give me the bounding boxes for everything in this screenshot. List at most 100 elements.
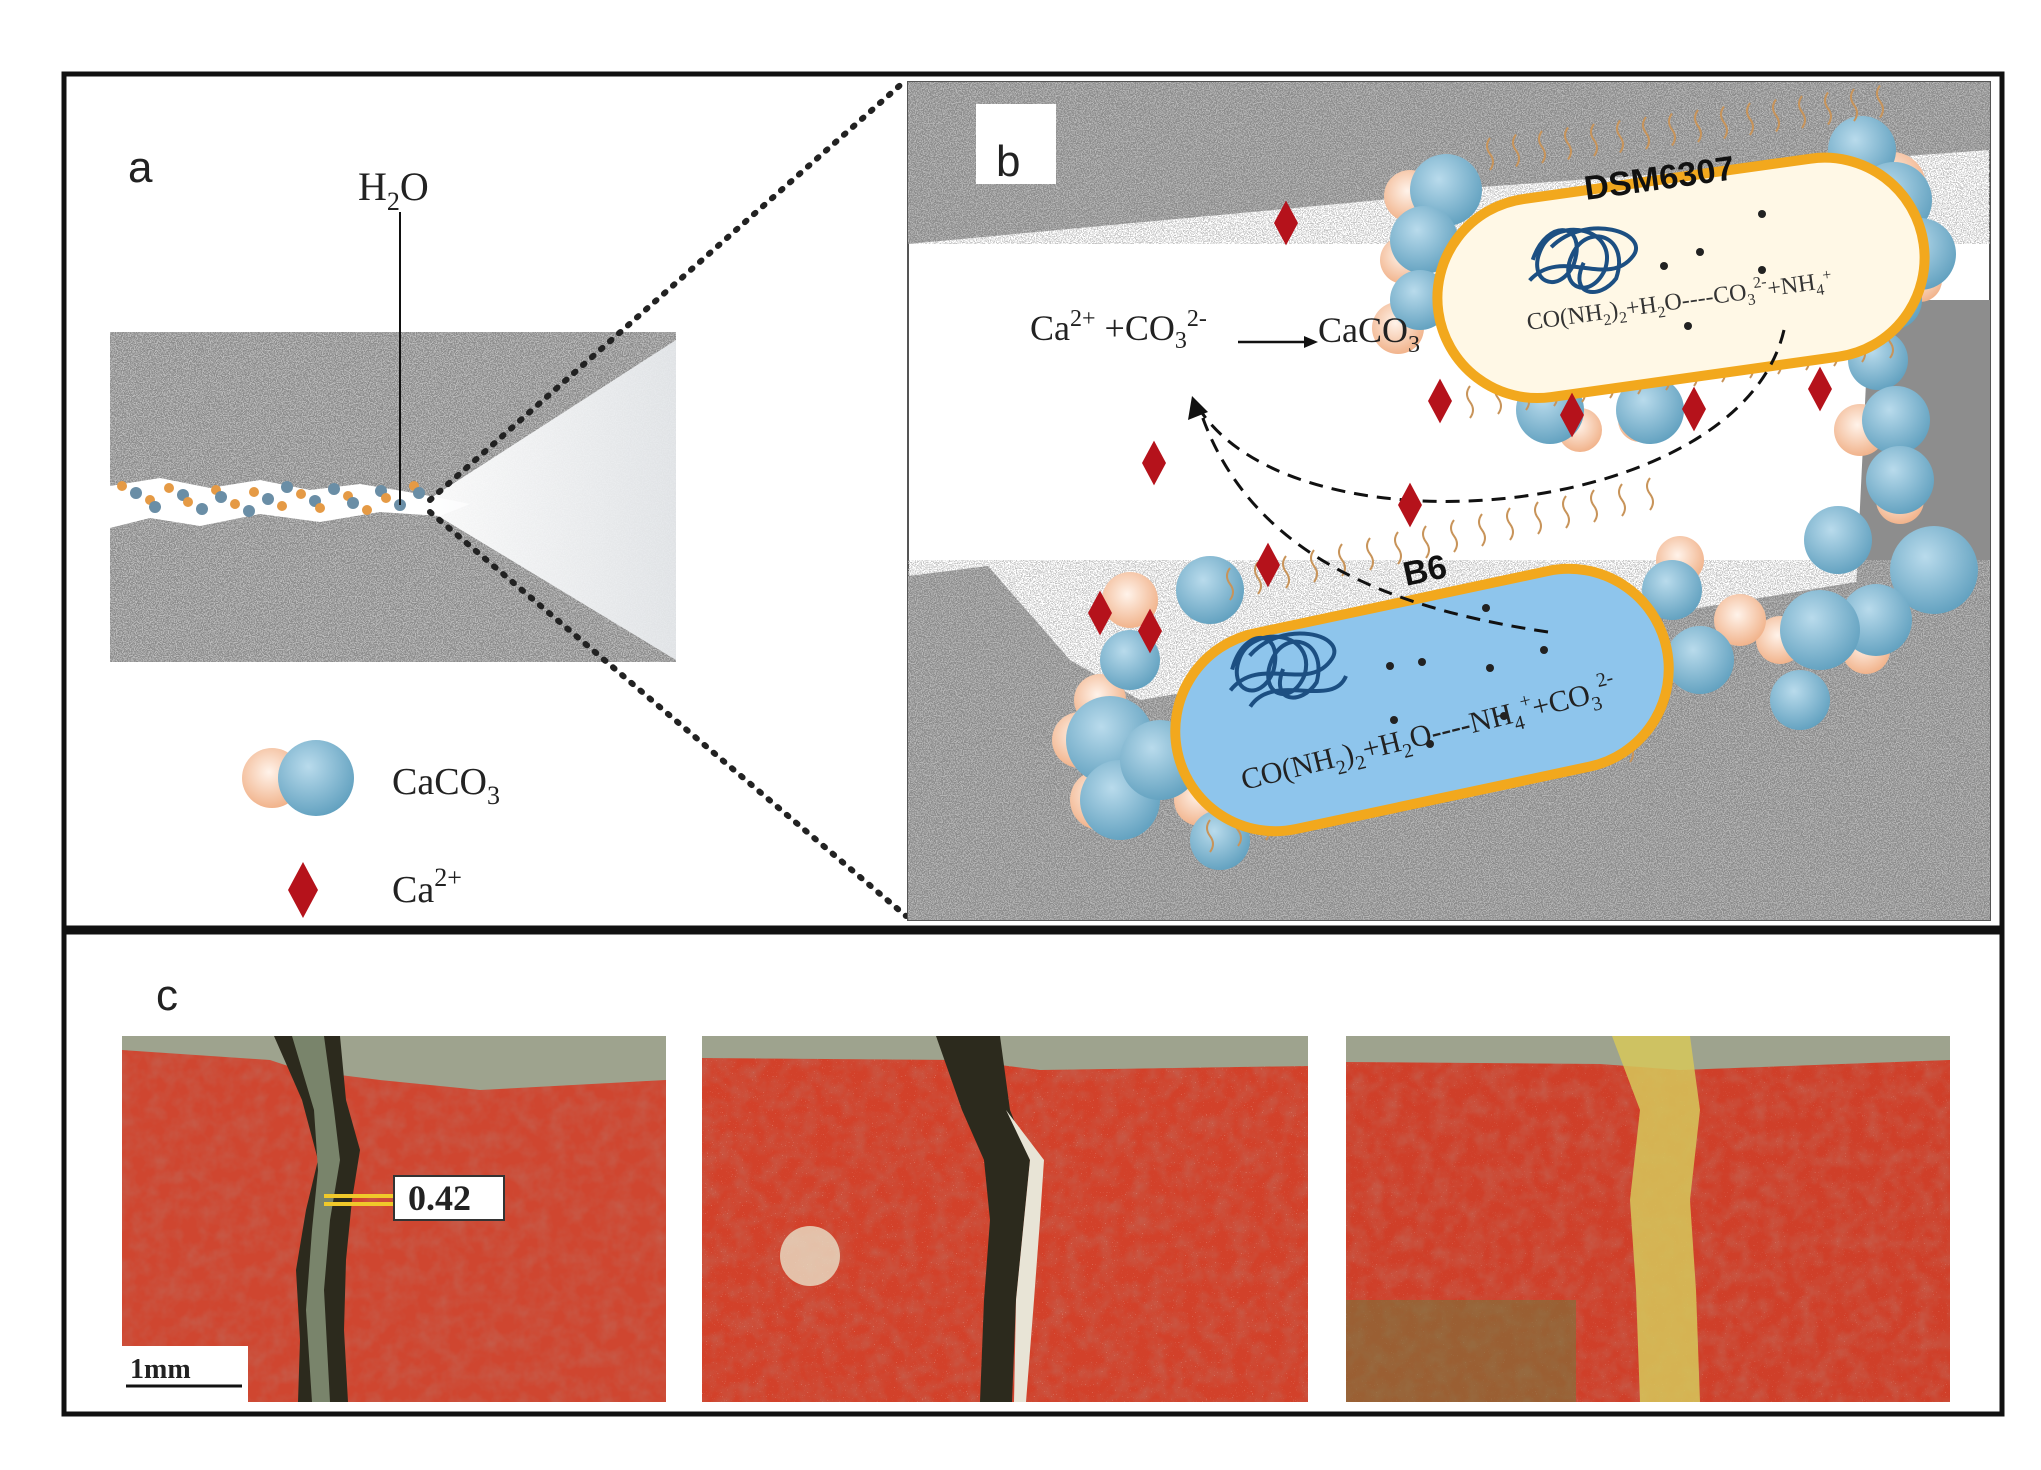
dna-coil-icon xyxy=(1528,226,1638,294)
panel-a: a H2O CaCO3 Ca2+ xyxy=(110,77,909,919)
caco3-blue-particle xyxy=(1866,446,1934,514)
flagellum xyxy=(1506,507,1514,541)
crack-particle xyxy=(315,503,325,513)
dashed-arrow-bottom xyxy=(1198,409,1549,634)
flagellum xyxy=(1772,98,1780,133)
flagellum xyxy=(1618,483,1626,517)
caco3-peach-particle xyxy=(1714,594,1766,646)
caco3-blue-particle xyxy=(1890,526,1978,614)
zoom-line-bottom xyxy=(427,509,909,919)
flagellum xyxy=(1824,91,1832,126)
crack-dark-2 xyxy=(936,1036,1030,1402)
crack-particle xyxy=(328,483,340,495)
panel-c-label: c xyxy=(156,971,178,1020)
zoom-line-top xyxy=(427,77,909,503)
flagellum xyxy=(1366,537,1374,571)
crack-particle xyxy=(413,487,425,499)
crack-particles xyxy=(117,481,425,517)
caco3-blue-particle xyxy=(1804,506,1872,574)
flagellum xyxy=(1282,555,1290,589)
crack-particle xyxy=(362,505,372,515)
caco3-peach-particle xyxy=(1102,572,1158,628)
bacterium-top: DSM6307 CO(NH2)2+H2O----CO32-+NH4+ xyxy=(1432,84,1930,419)
crack-particle xyxy=(296,489,306,499)
crack-particle xyxy=(196,503,208,515)
zoom-fan xyxy=(420,340,676,660)
caco3-blue-particle xyxy=(1666,626,1734,694)
bacterium-icon xyxy=(1432,152,1930,404)
scale-bar-box xyxy=(122,1346,248,1402)
flagellum xyxy=(1466,385,1474,419)
bacterium-bottom-dots xyxy=(1386,604,1548,748)
flagellum xyxy=(1486,137,1494,171)
dna-coil-icon xyxy=(1228,631,1348,708)
equation-arrowhead xyxy=(1304,336,1318,348)
crack-particle xyxy=(183,497,193,507)
flagellum xyxy=(1616,119,1624,154)
crack-particle xyxy=(164,483,174,493)
flagellum xyxy=(1394,531,1402,565)
crack-particle xyxy=(149,501,161,513)
dashed-arrowhead xyxy=(1188,396,1208,420)
flagellum xyxy=(1310,549,1318,583)
flagellum xyxy=(1478,513,1486,547)
flagellum xyxy=(1450,519,1458,553)
caco3-blue-particle xyxy=(1100,630,1160,690)
flagellum xyxy=(1534,501,1542,535)
flagellum xyxy=(1850,88,1858,122)
legend-caco3-label: CaCO3 xyxy=(392,761,500,810)
equation-product: CaCO3 xyxy=(1318,310,1420,358)
caco3-blue-particle xyxy=(1642,560,1702,620)
flagellum xyxy=(1668,112,1676,147)
flagellum xyxy=(1226,567,1234,601)
crack-photo-healed xyxy=(1346,1036,1950,1402)
caco3-blue-particle xyxy=(1770,670,1830,730)
caco3-blue-particle xyxy=(1780,590,1860,670)
crack-particle xyxy=(215,491,227,503)
crack-photo-before: 0.42 1mm xyxy=(122,1036,666,1402)
flagellum xyxy=(1422,525,1430,559)
crack-particle xyxy=(347,497,359,509)
flagellum xyxy=(1646,477,1654,511)
crack-particle xyxy=(249,487,259,497)
crack-particle xyxy=(130,487,142,499)
bacterium-top-dots xyxy=(1660,210,1766,330)
flagellum xyxy=(1798,95,1806,129)
crack-width-value: 0.42 xyxy=(408,1178,471,1218)
flagellum xyxy=(1876,84,1884,119)
crack-particle xyxy=(262,493,274,505)
water-label: H2O xyxy=(358,164,429,216)
caco3-particle-icon xyxy=(242,740,354,816)
precipitation-equation: Ca2+ +CO32- xyxy=(1030,306,1207,354)
flagellum xyxy=(1562,495,1570,529)
crack-particle xyxy=(277,501,287,511)
panel-b-label-box xyxy=(976,104,1056,184)
crack-photo-partial xyxy=(702,1036,1308,1402)
scale-bar-label: 1mm xyxy=(130,1354,191,1385)
flagellum xyxy=(1746,102,1754,136)
crack-width-box xyxy=(393,1175,505,1221)
crack-particle xyxy=(243,505,255,517)
panel-a-label: a xyxy=(128,143,153,192)
crack-healed-band xyxy=(1612,1036,1700,1402)
flagellum xyxy=(1694,109,1702,143)
panel-b: b DSM6307 CO(NH2)2+H2O----CO32-+NH4+ xyxy=(907,81,1991,921)
flagellum xyxy=(1642,116,1650,150)
flagellum xyxy=(1564,126,1572,161)
panel-b-label: b xyxy=(996,137,1020,186)
legend: CaCO3 Ca2+ xyxy=(242,740,500,918)
flagellum xyxy=(1590,489,1598,523)
flagellum xyxy=(1538,130,1546,164)
flagellum xyxy=(1254,561,1262,595)
crack-particle xyxy=(117,481,127,491)
flagellum xyxy=(1720,105,1728,140)
bacterium-bottom: B6 CO(NH2)2+H2O----NH4++CO32- xyxy=(1170,477,1674,853)
crack-particle xyxy=(230,499,240,509)
caco3-blue-particle xyxy=(1862,386,1930,454)
crack-particle xyxy=(281,481,293,493)
bacterium-bottom-name: B6 xyxy=(1400,548,1450,594)
caco3-blue-particle xyxy=(1616,376,1684,444)
flagellum xyxy=(1590,123,1598,157)
flagellum xyxy=(1512,133,1520,168)
